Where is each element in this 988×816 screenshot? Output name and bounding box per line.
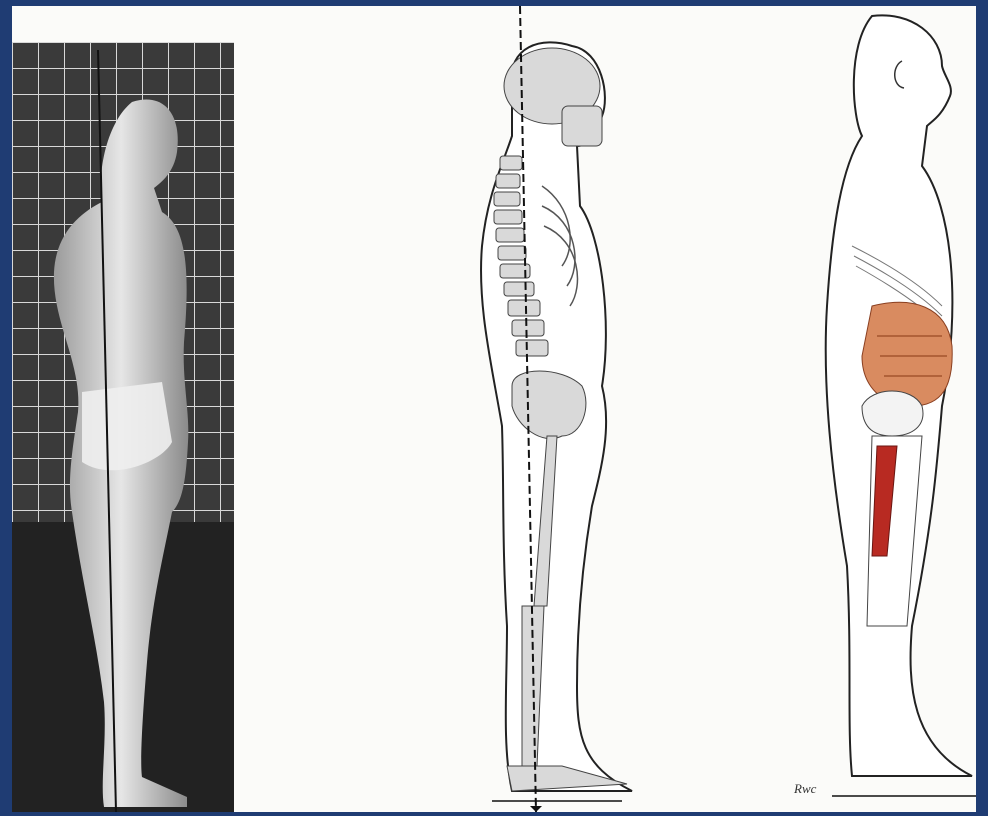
muscle-drawing: [792, 6, 976, 812]
artist-signature: Rwc: [794, 781, 816, 797]
skeleton-drawing: [452, 6, 652, 812]
posture-photo: [12, 42, 234, 812]
arrow-down-icon: [530, 806, 542, 812]
figure-frame: Rwc: [12, 6, 976, 812]
abdominal-muscles: [862, 302, 952, 406]
